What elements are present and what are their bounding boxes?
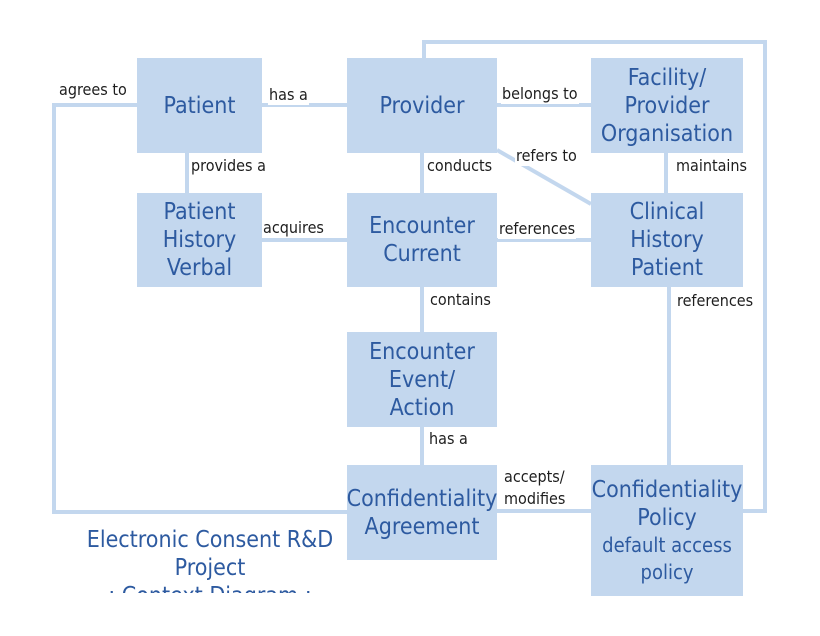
label-maintains: maintains: [675, 156, 749, 176]
label-agrees-to: agrees to: [58, 80, 128, 100]
node-clinical-history-line-3: Patient: [631, 255, 703, 281]
node-conf-policy-sub-line-1: default access: [602, 532, 732, 557]
node-patient-history-line-1: Patient: [163, 199, 236, 225]
node-clinical-history: Clinical History Patient: [591, 193, 743, 287]
node-patient-line-1: Patient: [163, 92, 236, 119]
node-facility-line-3: Organisation: [600, 120, 734, 147]
node-clinical-history-line-1: Clinical: [629, 199, 705, 225]
diagram-caption: Electronic Consent R&D Project : Context…: [60, 526, 360, 593]
node-provider-line-1: Provider: [379, 92, 465, 119]
node-encounter-event-line-1: Encounter: [369, 338, 475, 365]
edge-provider-clinical: [496, 148, 592, 206]
node-encounter-event-line-3: Action: [389, 394, 455, 421]
node-provider: Provider: [347, 58, 497, 153]
node-facility: Facility/ Provider Organisation: [591, 58, 743, 153]
label-belongs-to: belongs to: [501, 84, 579, 104]
node-clinical-history-line-2: History: [630, 227, 704, 253]
node-patient-history-line-3: Verbal: [166, 255, 233, 281]
caption-line-2: Project: [174, 555, 246, 581]
label-refers-to: refers to: [515, 146, 578, 166]
label-references-right: references: [676, 291, 755, 311]
label-acquires: acquires: [262, 218, 325, 238]
label-references-mid: references: [498, 219, 577, 239]
label-provides-a: provides a: [190, 156, 267, 176]
node-encounter-event-line-2: Event/: [388, 366, 456, 393]
node-facility-line-1: Facility/: [627, 64, 707, 91]
edge-policy-provider: [422, 40, 767, 513]
node-confidentiality-agreement: Confidentiality Agreement: [347, 465, 497, 560]
label-modifies: modifies: [503, 489, 567, 509]
node-encounter-event: Encounter Event/ Action: [347, 332, 497, 427]
node-patient-history: Patient History Verbal: [137, 193, 262, 287]
node-confidentiality-policy: Confidentiality Policy default access po…: [591, 465, 743, 596]
edge-agreement-patient: [52, 103, 347, 514]
node-conf-agreement-line-1: Confidentiality: [346, 485, 498, 512]
caption-line-1: Electronic Consent R&D: [86, 527, 334, 553]
node-facility-line-2: Provider: [624, 92, 710, 119]
node-conf-agreement-line-2: Agreement: [364, 513, 480, 540]
label-conducts: conducts: [426, 156, 494, 176]
label-has-a-top: has a: [268, 85, 309, 105]
node-patient: Patient: [137, 58, 262, 153]
caption-clip: Electronic Consent R&D Project : Context…: [40, 526, 380, 593]
label-has-a-bottom: has a: [428, 429, 469, 449]
node-conf-policy-sub-line-2: policy: [640, 559, 694, 584]
label-accepts: accepts/: [503, 467, 566, 487]
label-contains: contains: [429, 290, 492, 310]
caption-line-3: : Context Diagram :: [60, 582, 360, 593]
node-conf-policy-line-1: Confidentiality: [591, 476, 743, 503]
node-conf-policy-line-2: Policy: [637, 504, 697, 531]
node-encounter-current-line-1: Encounter: [369, 213, 475, 239]
node-encounter-current: Encounter Current: [347, 193, 497, 287]
node-encounter-current-line-2: Current: [383, 241, 461, 267]
node-patient-history-line-2: History: [162, 227, 237, 253]
